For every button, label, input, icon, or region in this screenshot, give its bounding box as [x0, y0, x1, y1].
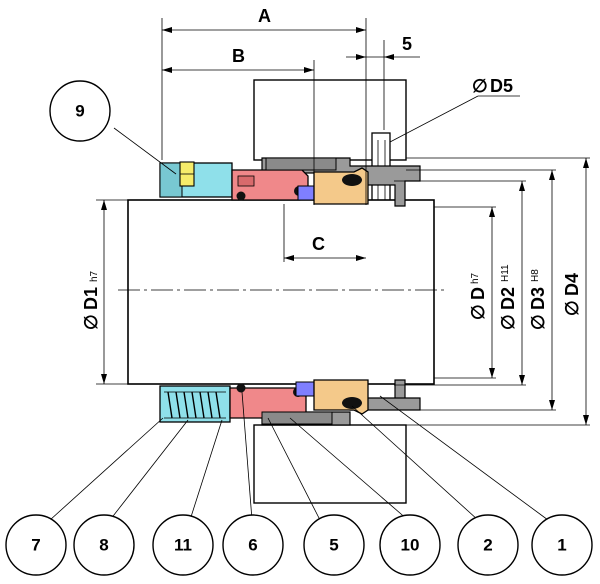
svg-text:10: 10 — [401, 536, 420, 555]
svg-text:h7: h7 — [89, 270, 100, 282]
dim-label-D1: ∅ D1 h7 — [81, 270, 101, 330]
balloon-11: 11 — [152, 514, 214, 576]
svg-text:H8: H8 — [530, 269, 541, 282]
svg-text:6: 6 — [248, 536, 257, 555]
dim-label-D: ∅ D h7 — [468, 272, 488, 320]
svg-text:D2: D2 — [498, 287, 518, 310]
diameter-icon: ∅ — [468, 304, 488, 320]
balloon-10: 10 — [379, 514, 441, 576]
balloon-9: 9 — [49, 80, 111, 142]
dim-label-D4: ∅ D4 — [562, 273, 582, 316]
balloon-5: 5 — [303, 514, 365, 576]
svg-text:8: 8 — [99, 536, 108, 555]
svg-text:D: D — [468, 287, 488, 300]
svg-text:D5: D5 — [490, 76, 513, 96]
diameter-icon: ∅ — [528, 314, 548, 330]
balloon-2: 2 — [457, 514, 519, 576]
diameter-icon: ∅ — [498, 314, 518, 330]
dim-label-D5: ∅ D5 — [472, 76, 513, 96]
shaft — [118, 199, 446, 385]
svg-text:5: 5 — [329, 536, 338, 555]
diameter-icon: ∅ — [81, 314, 101, 330]
dim-label-D3: ∅ D3 H8 — [528, 269, 548, 330]
dim-label-D2: ∅ D2 H11 — [498, 264, 518, 330]
o-ring-icon — [236, 191, 246, 201]
dimension-lines — [96, 18, 590, 426]
spring-icon — [164, 391, 226, 419]
dim-label-B: B — [232, 46, 245, 66]
dim-label-C: C — [312, 234, 325, 254]
balloon-7: 7 — [5, 514, 67, 576]
svg-text:h7: h7 — [470, 272, 481, 284]
svg-text:2: 2 — [483, 536, 492, 555]
svg-text:1: 1 — [557, 536, 566, 555]
diameter-icon: ∅ — [472, 76, 488, 96]
svg-text:D3: D3 — [528, 287, 548, 310]
svg-text:7: 7 — [31, 536, 40, 555]
diameter-icon: ∅ — [562, 300, 582, 316]
seal-bottom-half — [159, 379, 421, 426]
svg-text:D4: D4 — [562, 273, 582, 296]
dim-label-A: A — [258, 6, 271, 26]
seal-top-half — [159, 157, 421, 207]
dim-label-5: 5 — [402, 34, 412, 54]
balloon-8: 8 — [73, 514, 135, 576]
svg-text:11: 11 — [174, 536, 192, 555]
balloon-1: 1 — [531, 514, 593, 576]
balloon-leaders — [49, 127, 549, 521]
svg-text:D1: D1 — [81, 287, 101, 310]
svg-text:H11: H11 — [500, 264, 511, 282]
svg-text:9: 9 — [75, 102, 84, 121]
balloon-6: 6 — [222, 514, 284, 576]
housing-plate — [253, 79, 407, 504]
